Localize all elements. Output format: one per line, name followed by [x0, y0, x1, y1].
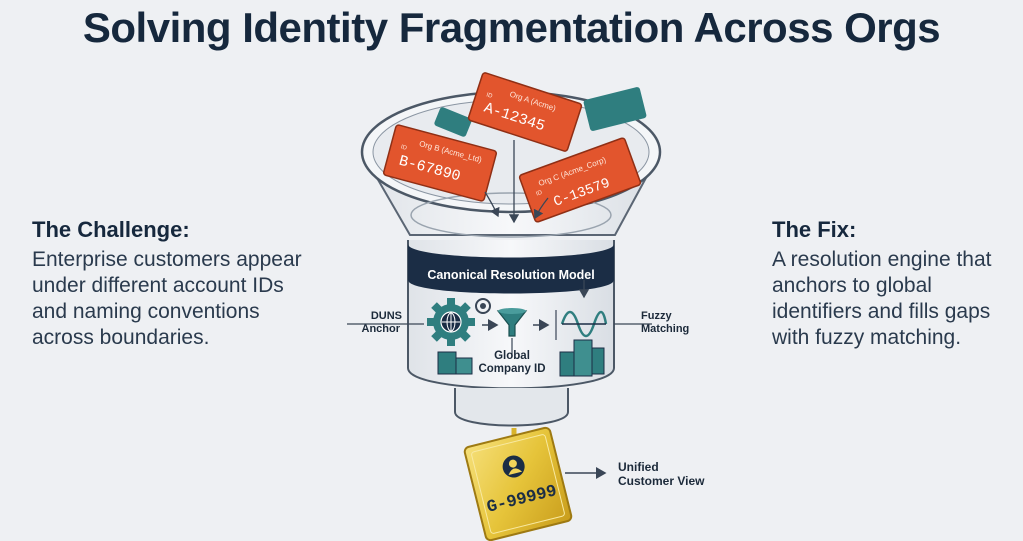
wave-icon	[560, 310, 608, 338]
fix-panel: The Fix: A resolution engine that anchor…	[772, 217, 1012, 351]
globe-icon	[442, 312, 460, 332]
teal-chip-2	[583, 87, 647, 131]
org-card-a: Org A (Acme) ID A-12345	[467, 72, 583, 152]
building-icon	[437, 351, 473, 375]
unified-label: Unified	[618, 460, 659, 474]
canonical-band: Canonical Resolution Model	[408, 244, 614, 294]
challenge-panel: The Challenge: Enterprise customers appe…	[32, 217, 322, 351]
card-b-id-label: ID	[400, 144, 408, 152]
funnel-icon	[496, 308, 528, 337]
fuzzy-label: Fuzzy	[641, 310, 672, 322]
challenge-text: Enterprise customers appear under differ…	[32, 248, 302, 349]
matching-label: Matching	[641, 323, 689, 335]
card-a-id-label: ID	[485, 92, 493, 100]
building-icon-2	[559, 339, 605, 377]
small-gear-icon	[475, 298, 491, 314]
fix-heading: The Fix:	[772, 217, 857, 242]
inflow-arrows	[484, 140, 590, 299]
fix-text: A resolution engine that anchors to glob…	[772, 248, 992, 349]
user-icon	[502, 455, 525, 478]
anchor-label: Anchor	[362, 323, 401, 335]
challenge-heading: The Challenge:	[32, 217, 190, 242]
page-title: Solving Identity Fragmentation Across Or…	[82, 4, 941, 51]
org-card-c: Org C (Acme_Corp) ID C-13579	[518, 137, 642, 223]
global-label: Global	[494, 350, 530, 362]
card-c-id-label: ID	[535, 190, 543, 198]
teal-chip-1	[434, 107, 472, 137]
unified-id-card: G-99999	[463, 426, 573, 541]
customer-view-label: Customer View	[618, 474, 705, 488]
band-label: Canonical Resolution Model	[427, 268, 594, 282]
company-id-label: Company ID	[478, 363, 545, 375]
duns-label: DUNS	[371, 310, 402, 322]
